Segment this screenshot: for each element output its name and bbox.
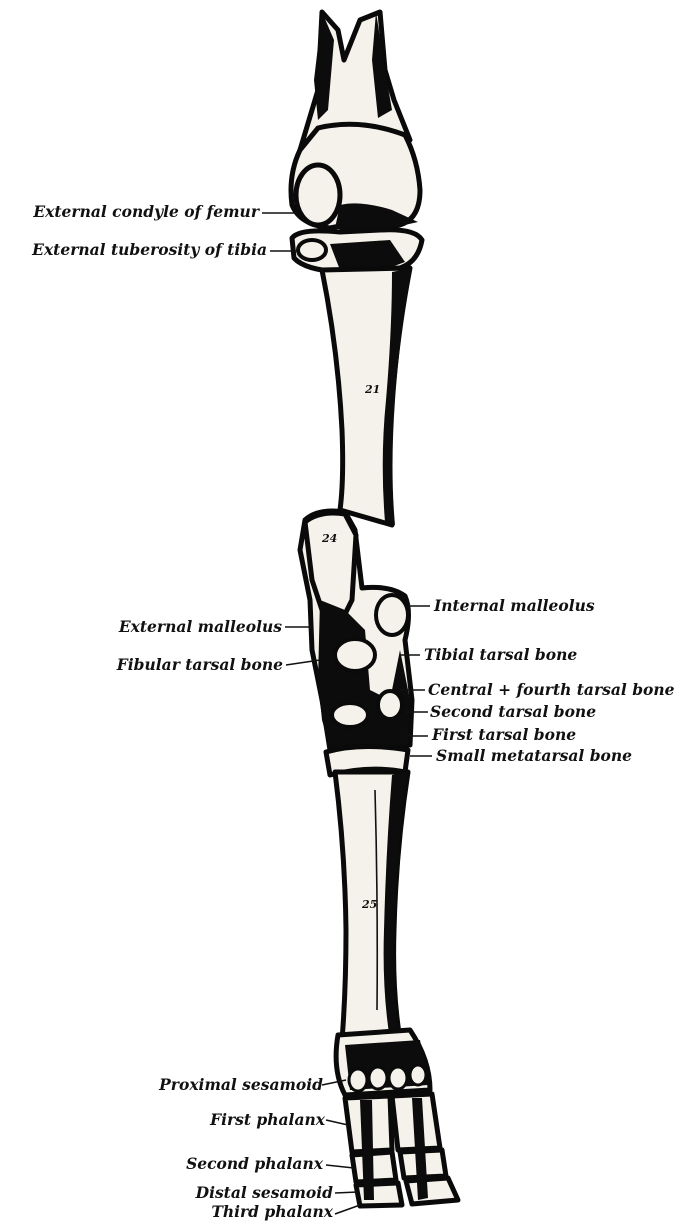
tibial-tarsal-bone: [376, 595, 408, 635]
third-phalanx-right: [406, 1178, 458, 1204]
label-external-condyle-of-femur: External condyle of femur: [33, 203, 259, 221]
label-external-malleolus: External malleolus: [119, 618, 282, 636]
external-tuberosity: [298, 240, 326, 260]
leader-third-phalanx: [335, 1205, 360, 1214]
label-fibular-tarsal-bone: Fibular tarsal bone: [117, 656, 283, 674]
label-external-tuberosity-of-tibia: External tuberosity of tibia: [32, 241, 267, 259]
label-distal-sesamoid: Distal sesamoid: [196, 1184, 333, 1202]
second-phalanx-left: [352, 1152, 396, 1182]
proximal-sesamoid-a: [349, 1069, 367, 1091]
label-second-tarsal-bone: Second tarsal bone: [430, 703, 596, 721]
numeral-tibia: 21: [364, 383, 380, 396]
central-fourth-tarsal: [335, 639, 375, 671]
small-tarsal-1: [332, 703, 368, 727]
label-first-tarsal-bone: First tarsal bone: [432, 726, 576, 744]
label-small-metatarsal-bone: Small metatarsal bone: [436, 747, 632, 765]
proximal-sesamoid-c: [389, 1067, 407, 1089]
leader-distal-sesamoid: [335, 1192, 358, 1193]
small-tarsal-2: [378, 691, 402, 719]
label-third-phalanx: Third phalanx: [211, 1203, 333, 1221]
label-central-fourth-tarsal-bone: Central + fourth tarsal bone: [428, 681, 675, 699]
proximal-sesamoid-d: [410, 1065, 426, 1085]
label-internal-malleolus: Internal malleolus: [434, 597, 595, 615]
leader-first-phalanx: [326, 1120, 348, 1125]
label-second-phalanx: Second phalanx: [186, 1155, 323, 1173]
leader-second-phalanx: [326, 1165, 354, 1168]
third-phalanx-left: [356, 1183, 402, 1206]
label-tibial-tarsal-bone: Tibial tarsal bone: [424, 646, 577, 664]
numeral-fibular-tarsal: 24: [321, 532, 337, 545]
label-first-phalanx: First phalanx: [210, 1111, 325, 1129]
external-condyle: [296, 165, 340, 225]
label-proximal-sesamoid: Proximal sesamoid: [159, 1076, 323, 1094]
proximal-sesamoid-b: [369, 1067, 387, 1089]
numeral-metatarsal: 25: [361, 898, 377, 911]
